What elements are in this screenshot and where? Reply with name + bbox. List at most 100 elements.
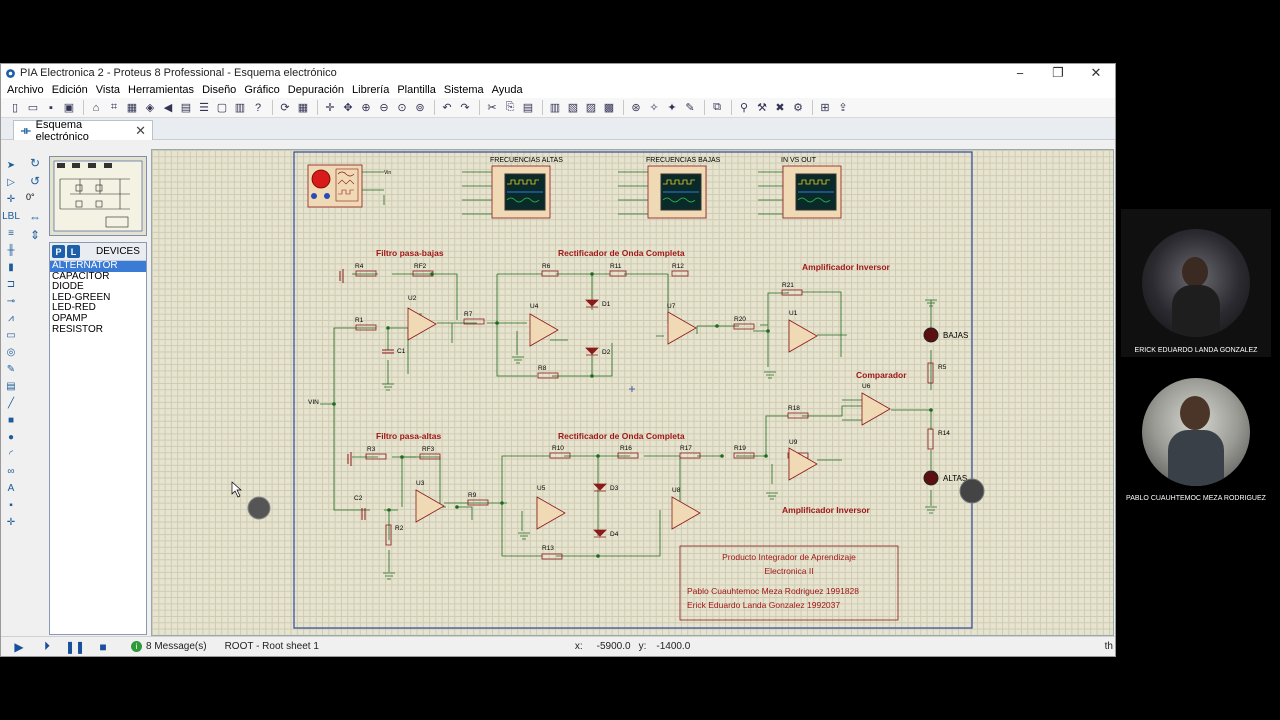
text-tool-icon[interactable]: A (7, 482, 15, 494)
undo-icon[interactable]: ↶ (442, 102, 452, 114)
block-delete-icon[interactable]: ▩ (603, 102, 615, 114)
decompose-icon[interactable]: ✎ (685, 102, 695, 114)
signal-generator[interactable] (307, 164, 385, 208)
zoom-out-icon[interactable]: ⊖ (379, 102, 389, 114)
menu-depuracion[interactable]: Depuración (287, 84, 345, 96)
maximize-button[interactable]: ❐ (1052, 65, 1064, 80)
menu-vista[interactable]: Vista (95, 84, 121, 96)
subcircuit-mode-icon[interactable]: ▮ (8, 261, 14, 273)
terminal-mode-icon[interactable]: ⊐ (6, 278, 16, 290)
pcb-icon[interactable]: ▦ (126, 102, 138, 114)
menu-archivo[interactable]: Archivo (7, 84, 44, 96)
open-folder-icon[interactable]: ▭ (27, 102, 39, 114)
device-item[interactable]: ALTERNATOR (50, 260, 146, 272)
make-device-icon[interactable]: ✧ (649, 102, 659, 114)
bom-icon[interactable]: ☰ (199, 102, 209, 114)
paste-icon[interactable]: ▤ (522, 102, 534, 114)
component-mode-icon[interactable]: ▷ (7, 176, 15, 188)
graph-mode-icon[interactable]: ⩘ (8, 312, 14, 324)
redo-icon[interactable]: ↷ (460, 102, 470, 114)
zoom-all-icon[interactable]: ⊙ (397, 102, 407, 114)
zoom-area-icon[interactable]: ⊚ (415, 102, 425, 114)
device-item[interactable]: DIODE (52, 281, 84, 293)
3d-view-icon[interactable]: ◈ (145, 102, 155, 114)
gerber-icon[interactable]: ◀ (163, 102, 173, 114)
cut-icon[interactable]: ✂ (487, 102, 497, 114)
electrical-check-icon[interactable]: ✖ (775, 102, 785, 114)
property-tool-icon[interactable]: ⚒ (757, 102, 767, 114)
junction-mode-icon[interactable]: ✛ (6, 193, 16, 205)
add-sheet-icon[interactable]: ⊞ (820, 102, 830, 114)
home-icon[interactable]: ⌂ (92, 101, 100, 114)
schematic-icon[interactable]: ⌗ (110, 101, 118, 113)
line-tool-icon[interactable]: ╱ (7, 397, 15, 409)
copy-icon[interactable]: ⎘ (505, 101, 515, 113)
menu-sistema[interactable]: Sistema (443, 84, 484, 96)
bus-mode-icon[interactable]: ╫ (7, 244, 15, 256)
play-button[interactable]: ▶ (14, 639, 24, 654)
device-item[interactable]: OPAMP (52, 312, 88, 324)
design-explorer-icon[interactable]: ▤ (180, 102, 192, 114)
circle-tool-icon[interactable]: ● (7, 431, 15, 443)
menu-plantilla[interactable]: Plantilla (397, 84, 436, 96)
tab-esquema-electronico[interactable]: Esquema electrónico ✕ (13, 119, 153, 143)
close-button[interactable]: ✕ (1090, 65, 1102, 80)
notes-icon[interactable]: ▥ (234, 102, 246, 114)
source-code-icon[interactable]: ▢ (216, 102, 228, 114)
box-tool-icon[interactable]: ■ (7, 414, 15, 426)
packaging-icon[interactable]: ✦ (667, 102, 677, 114)
symbol-tool-icon[interactable]: ▪ (9, 499, 13, 511)
wire-autorouter-icon[interactable]: ⧉ (713, 101, 721, 113)
search-icon[interactable]: ⚲ (739, 102, 749, 114)
text-script-mode-icon[interactable]: ≡ (8, 227, 14, 239)
new-file-icon[interactable]: ▯ (11, 102, 19, 114)
menu-edicion[interactable]: Edición (51, 84, 88, 96)
pick-parts-icon[interactable]: ⊛ (631, 102, 641, 114)
pin-mode-icon[interactable]: ⊸ (6, 295, 16, 307)
export-icon[interactable]: ⇪ (838, 102, 848, 114)
led-altas[interactable] (923, 470, 939, 486)
overview-window[interactable] (49, 156, 147, 236)
zoom-in-icon[interactable]: ⊕ (361, 102, 371, 114)
save-all-icon[interactable]: ▣ (63, 102, 75, 114)
step-button[interactable]: ⏵ (43, 639, 50, 653)
menu-grafico[interactable]: Gráfico (244, 84, 280, 96)
instrument-mode-icon[interactable]: ▤ (6, 380, 16, 392)
device-item[interactable]: RESISTOR (52, 323, 103, 335)
schematic-canvas[interactable]: FRECUENCIAS ALTAS FRECUENCIAS BAJAS IN V… (151, 149, 1114, 636)
pick-devices-button[interactable]: P (52, 245, 65, 258)
oscilloscope-in-vs-out[interactable] (758, 165, 842, 219)
menu-herramientas[interactable]: Herramientas (128, 84, 195, 96)
rotation-angle[interactable]: 0° (26, 192, 35, 202)
tape-recorder-icon[interactable]: ▭ (6, 329, 16, 341)
oscilloscope-frecuencias-bajas[interactable] (618, 165, 707, 219)
rotate-cw-icon[interactable]: ↻ (29, 156, 41, 170)
device-item[interactable]: CAPACITOR (52, 270, 110, 282)
generator-mode-icon[interactable]: ◎ (6, 346, 16, 358)
minimize-button[interactable]: − (1016, 65, 1024, 81)
menu-ayuda[interactable]: Ayuda (491, 84, 523, 96)
tab-close-icon[interactable]: ✕ (135, 122, 146, 138)
refresh-icon[interactable]: ⟳ (280, 102, 290, 114)
arc-tool-icon[interactable]: ◜ (9, 448, 13, 460)
grid-icon[interactable]: ▦ (297, 102, 309, 114)
path-tool-icon[interactable]: ∞ (7, 465, 15, 477)
probe-mode-icon[interactable]: ✎ (6, 363, 16, 375)
wire-label-mode-icon[interactable]: LBL (2, 210, 20, 222)
library-manager-button[interactable]: L (67, 245, 80, 258)
block-copy-icon[interactable]: ▥ (549, 102, 561, 114)
menu-diseno[interactable]: Diseño (202, 84, 237, 96)
netlist-icon[interactable]: ⚙ (793, 102, 803, 114)
device-item[interactable]: LED-GREEN (52, 291, 111, 303)
oscilloscope-frecuencias-altas[interactable] (462, 165, 551, 219)
message-count[interactable]: i 8 Message(s) (131, 641, 207, 652)
flip-vertical-icon[interactable]: ⇕ (29, 228, 41, 242)
help-icon[interactable]: ? (254, 101, 262, 114)
selection-mode-icon[interactable]: ➤ (6, 159, 16, 171)
flip-horizontal-icon[interactable]: ⇔ (29, 210, 41, 224)
stop-button[interactable]: ■ (99, 639, 107, 654)
led-bajas[interactable] (923, 327, 939, 343)
origin-icon[interactable]: ✛ (325, 102, 335, 114)
marker-tool-icon[interactable]: ✛ (6, 516, 16, 528)
menu-libreria[interactable]: Librería (352, 84, 390, 96)
